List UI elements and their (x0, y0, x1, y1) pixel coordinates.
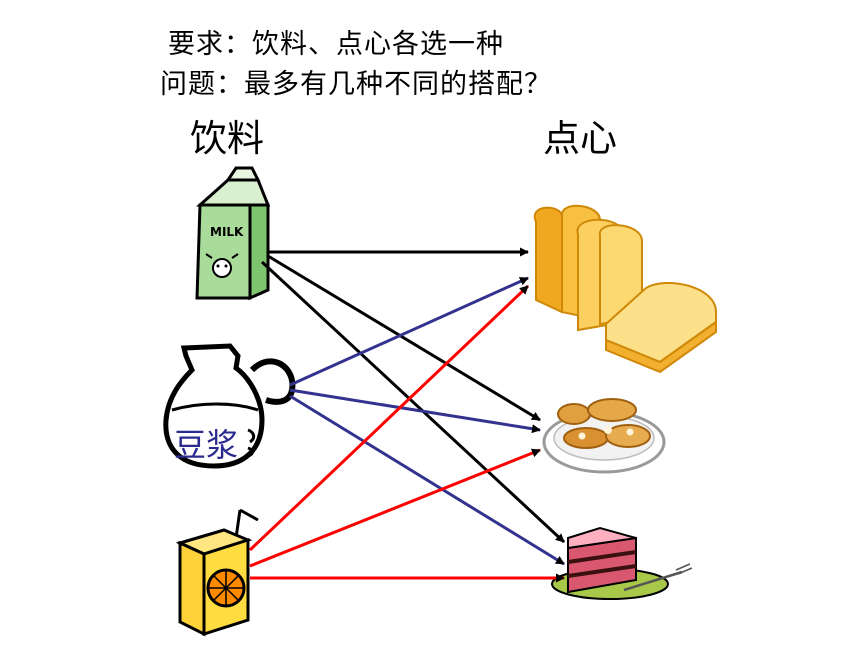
bread-icon (533, 204, 717, 374)
arrow-milk-to-pastry (267, 254, 541, 422)
orange-juice-box-icon (175, 508, 259, 637)
arrow-soy-to-cake (289, 394, 565, 566)
soy-milk-label: 豆浆 (174, 426, 239, 464)
requirement-text: 要求：饮料、点心各选一种 (168, 29, 504, 60)
drinks-heading: 饮料 (190, 117, 264, 160)
question-text: 问题：最多有几种不同的搭配？ (160, 69, 552, 100)
arrow-soy-to-bread (289, 276, 529, 387)
milk-text: MILK (210, 225, 244, 239)
arrow-juice-to-bread (248, 284, 530, 552)
juice-arrows (248, 284, 565, 583)
soy-milk-arrows (289, 276, 565, 566)
arrow-soy-to-pastry (289, 388, 541, 434)
arrow-juice-to-pastry (249, 448, 541, 568)
milk-carton-icon: MILK (195, 166, 271, 301)
arrow-milk-to-cake (260, 260, 566, 544)
snacks-heading: 点心 (543, 117, 617, 160)
milk-arrows (260, 247, 566, 544)
soy-milk-pitcher-icon (163, 343, 296, 469)
pastry-plate-icon (542, 398, 666, 474)
cake-slice-icon (551, 526, 693, 600)
